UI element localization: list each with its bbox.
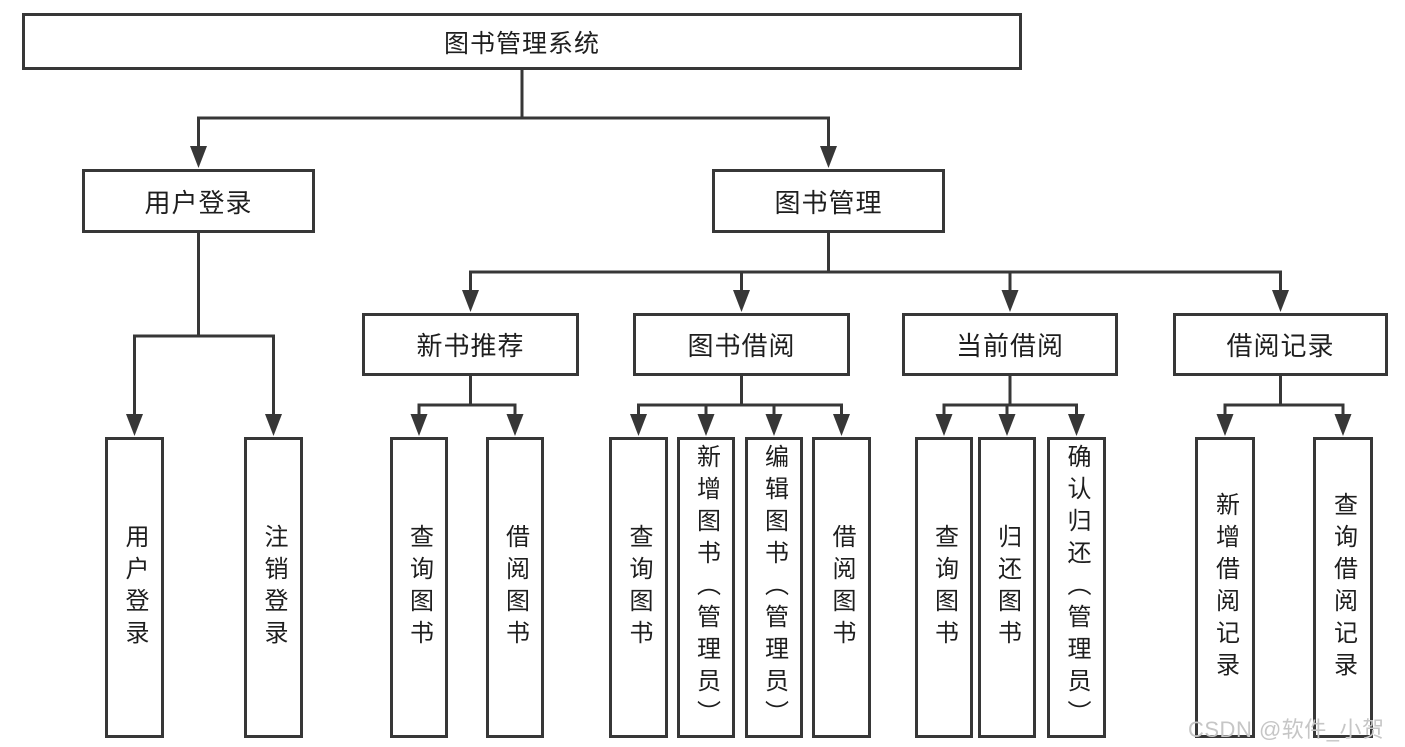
node-user-login-branch: 用户登录 — [82, 169, 315, 233]
node-borrow-records: 借阅记录 — [1173, 313, 1388, 376]
leaf-logout: 注销登录 — [244, 437, 303, 738]
node-book-management: 图书管理 — [712, 169, 945, 233]
leaf-add-book-admin: 新增图书（管理员） — [677, 437, 735, 738]
leaf-confirm-return-admin: 确认归还（管理员） — [1047, 437, 1106, 738]
leaf-borrow-books: 借阅图书 — [812, 437, 871, 738]
leaf-query-books-current: 查询图书 — [915, 437, 973, 738]
leaf-user-login: 用户登录 — [105, 437, 164, 738]
node-root-system: 图书管理系统 — [22, 13, 1022, 70]
leaf-query-borrow-record: 查询借阅记录 — [1313, 437, 1373, 738]
leaf-add-borrow-record: 新增借阅记录 — [1195, 437, 1255, 738]
node-new-book-recommend: 新书推荐 — [362, 313, 579, 376]
leaf-edit-book-admin: 编辑图书（管理员） — [745, 437, 803, 738]
leaf-return-book: 归还图书 — [978, 437, 1036, 738]
watermark: CSDN @软件_小贺同学 — [1188, 717, 1385, 742]
node-current-borrow: 当前借阅 — [902, 313, 1118, 376]
leaf-query-books-recommend: 查询图书 — [390, 437, 448, 738]
node-book-borrow: 图书借阅 — [633, 313, 850, 376]
leaf-borrow-books-recommend: 借阅图书 — [486, 437, 544, 738]
leaf-query-books-borrow: 查询图书 — [609, 437, 668, 738]
